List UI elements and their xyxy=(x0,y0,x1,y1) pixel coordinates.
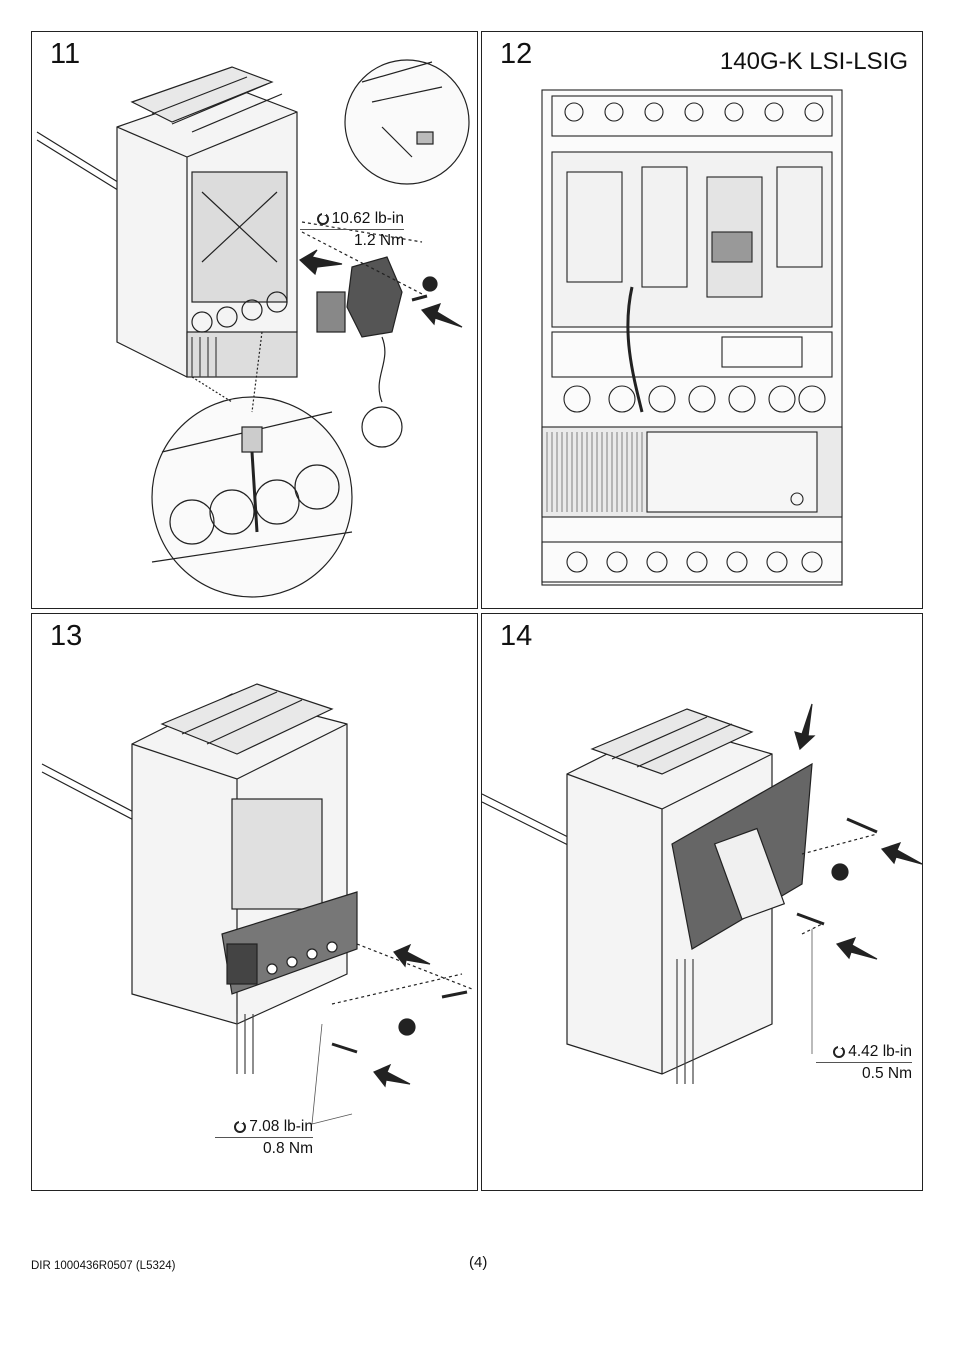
torque-spec: 7.08 lb-in 0.8 Nm xyxy=(215,1116,313,1159)
page-number: (4) xyxy=(469,1254,488,1271)
step-12-illustration xyxy=(541,89,843,586)
step-11-panel: 11 10.62 lb-in 1.2 Nm xyxy=(31,31,478,609)
step-14-illustration xyxy=(482,703,922,1084)
torque-icon xyxy=(316,211,329,225)
torque-icon xyxy=(833,1044,846,1058)
step-number: 12 xyxy=(500,38,533,70)
step-number: 11 xyxy=(50,38,81,70)
step-number: 13 xyxy=(50,620,83,652)
step-14-panel: 14 4.42 lb-in 0.5 Nm xyxy=(481,613,923,1191)
torque-lbin: 10.62 lb-in xyxy=(331,210,404,227)
step-number: 14 xyxy=(500,620,533,652)
torque-nm: 1.2 Nm xyxy=(300,229,404,251)
torque-nm: 0.5 Nm xyxy=(816,1062,912,1084)
torque-spec: 4.42 lb-in 0.5 Nm xyxy=(816,1041,912,1084)
torque-lbin: 7.08 lb-in xyxy=(249,1118,313,1135)
document-id: DIR 1000436R0507 (L5324) xyxy=(31,1260,176,1272)
step-13-illustration xyxy=(41,683,473,1125)
torque-icon xyxy=(234,1119,247,1133)
step-12-panel: 12 140G-K LSI-LSIG xyxy=(481,31,923,609)
step-13-panel: 13 7.08 lb-in 0.8 Nm xyxy=(31,613,478,1191)
torque-spec: 10.62 lb-in 1.2 Nm xyxy=(300,208,404,251)
model-label: 140G-K LSI-LSIG xyxy=(719,48,908,75)
torque-nm: 0.8 Nm xyxy=(215,1137,313,1159)
torque-lbin: 4.42 lb-in xyxy=(848,1043,912,1060)
step-11-illustration xyxy=(36,59,470,598)
